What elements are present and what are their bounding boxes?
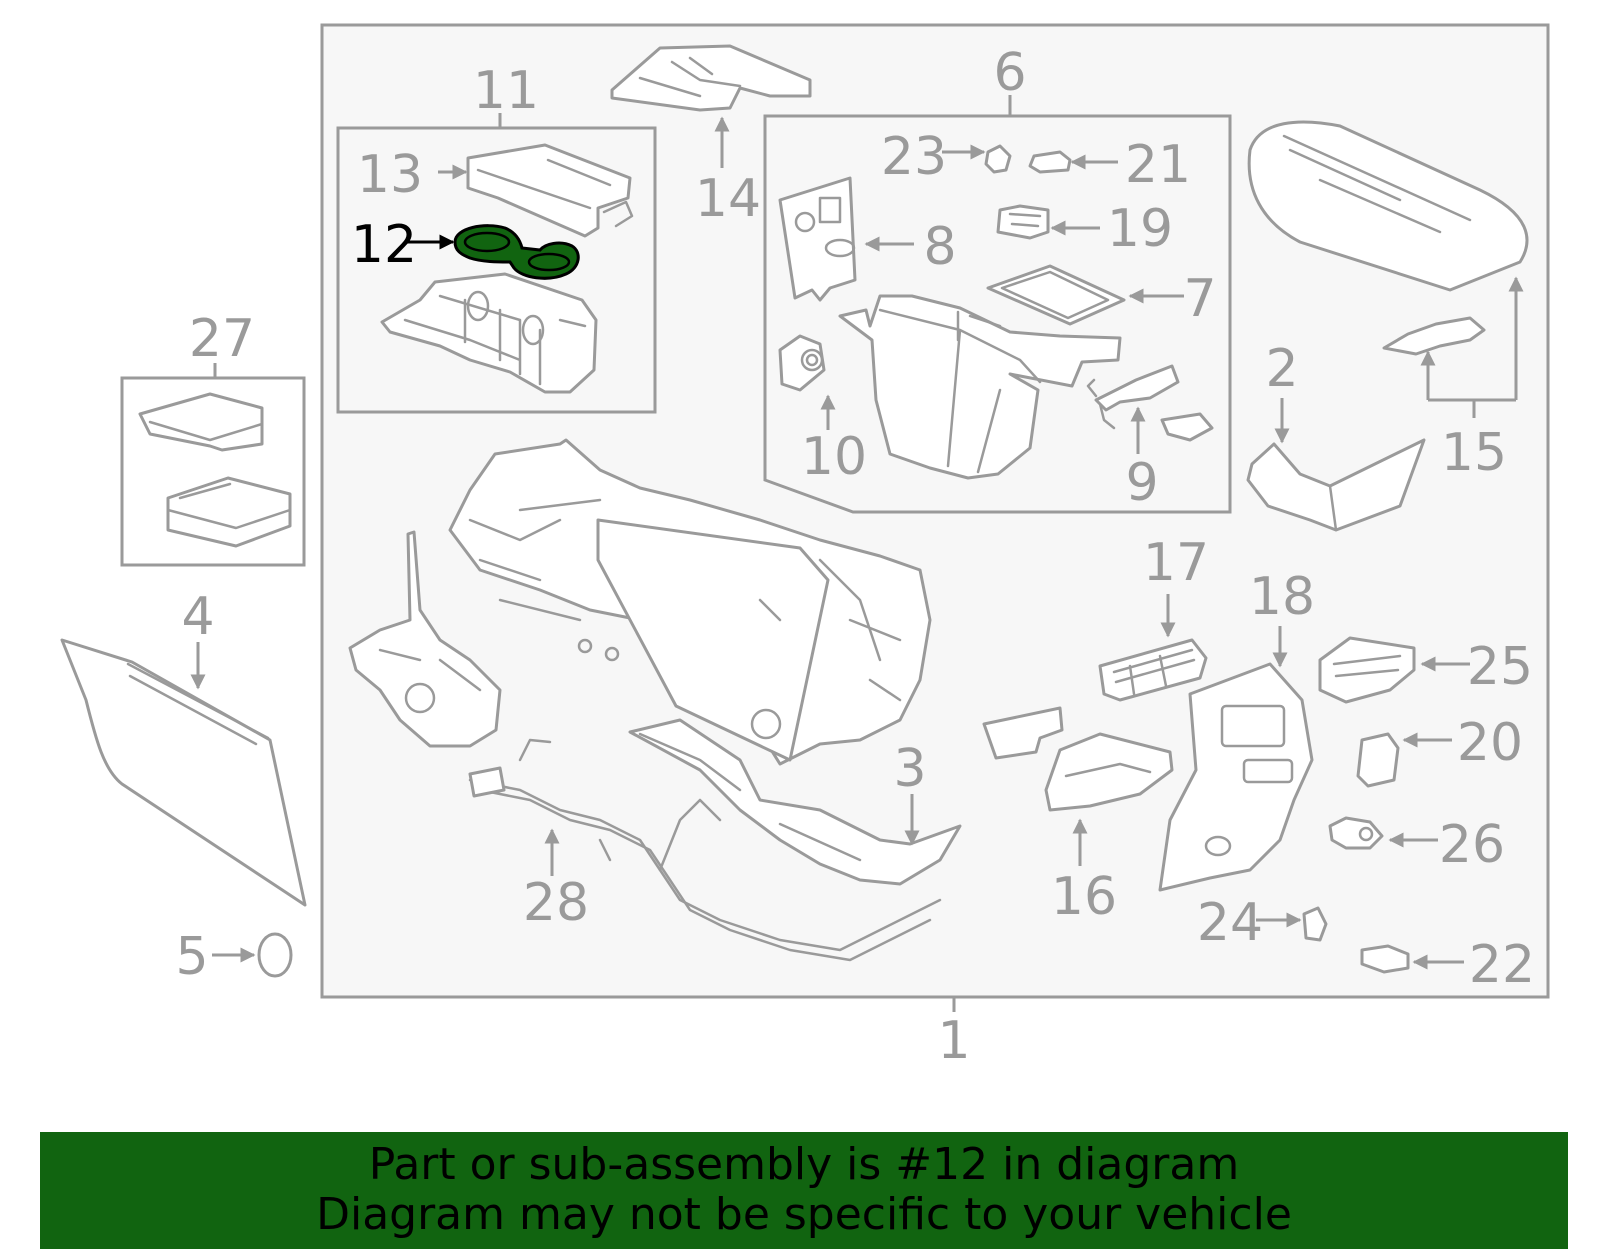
part-28-wire-harness	[468, 738, 942, 962]
part-22-fastener	[1360, 944, 1410, 974]
part-6-storage-bin	[838, 294, 1122, 480]
label-23: 23	[881, 127, 947, 187]
label-15: 15	[1441, 423, 1507, 483]
label-14: 14	[695, 169, 761, 229]
label-16: 16	[1051, 867, 1117, 927]
label-18: 18	[1249, 567, 1315, 627]
part-3-trim-strip	[628, 718, 962, 886]
label-2: 2	[1265, 339, 1298, 399]
part-13-lid	[466, 143, 634, 238]
label-12: 12	[351, 215, 417, 275]
label-19: 19	[1107, 199, 1173, 259]
part-9-wire-harness	[1086, 364, 1214, 442]
part-1-console-body	[448, 438, 932, 766]
part-26-connector	[1328, 816, 1384, 850]
label-21: 21	[1125, 135, 1191, 195]
part-14-cover	[610, 44, 812, 112]
label-20: 20	[1457, 713, 1523, 773]
part-12-cup-holder-insert	[453, 224, 580, 280]
label-11: 11	[473, 61, 539, 121]
part-4-side-panel	[60, 638, 307, 907]
part-17-vent	[1098, 638, 1208, 702]
label-28: 28	[523, 873, 589, 933]
label-25: 25	[1467, 637, 1533, 697]
part-8-bezel	[778, 176, 857, 302]
part-19-switch	[996, 204, 1050, 240]
banner-line-part-number: Part or sub-assembly is #12 in diagram	[368, 1139, 1240, 1190]
label-4: 4	[181, 587, 214, 647]
part-21-fastener	[1028, 150, 1072, 174]
leader-15	[1426, 278, 1516, 418]
label-6: 6	[993, 43, 1026, 103]
part-7-mat	[986, 264, 1126, 326]
subassembly-box-27	[120, 376, 306, 567]
part-armrest-lid	[1247, 120, 1529, 292]
subassembly-box-6	[763, 114, 1232, 514]
label-27: 27	[189, 309, 255, 369]
part-11-console-tray	[380, 272, 598, 394]
part-23-clip	[984, 144, 1012, 174]
label-7: 7	[1183, 269, 1216, 329]
label-1: 1	[937, 1011, 970, 1071]
part-20-switch	[1356, 732, 1400, 788]
part-2-trim-panel	[1246, 438, 1426, 532]
label-8: 8	[923, 217, 956, 277]
part-27-module	[138, 392, 292, 548]
label-9: 9	[1125, 453, 1158, 513]
part-18-rear-panel	[1158, 662, 1314, 892]
part-25-control-panel	[1318, 636, 1416, 704]
part-5-ring	[257, 932, 293, 978]
label-13: 13	[357, 145, 423, 205]
part-16-vent	[1044, 732, 1174, 812]
label-24: 24	[1197, 893, 1263, 953]
label-5: 5	[175, 927, 208, 987]
info-banner: Part or sub-assembly is #12 in diagram D…	[40, 1132, 1568, 1249]
label-26: 26	[1439, 815, 1505, 875]
label-22: 22	[1469, 935, 1535, 995]
part-shifter-assembly	[348, 530, 502, 748]
label-17: 17	[1143, 533, 1209, 593]
banner-line-disclaimer: Diagram may not be specific to your vehi…	[316, 1189, 1292, 1240]
part-24-clip	[1302, 906, 1328, 942]
part-10-power-outlet	[778, 334, 826, 392]
part-bracket	[982, 706, 1064, 760]
label-10: 10	[801, 427, 867, 487]
subassembly-box-11	[336, 126, 657, 414]
label-3: 3	[893, 739, 926, 799]
